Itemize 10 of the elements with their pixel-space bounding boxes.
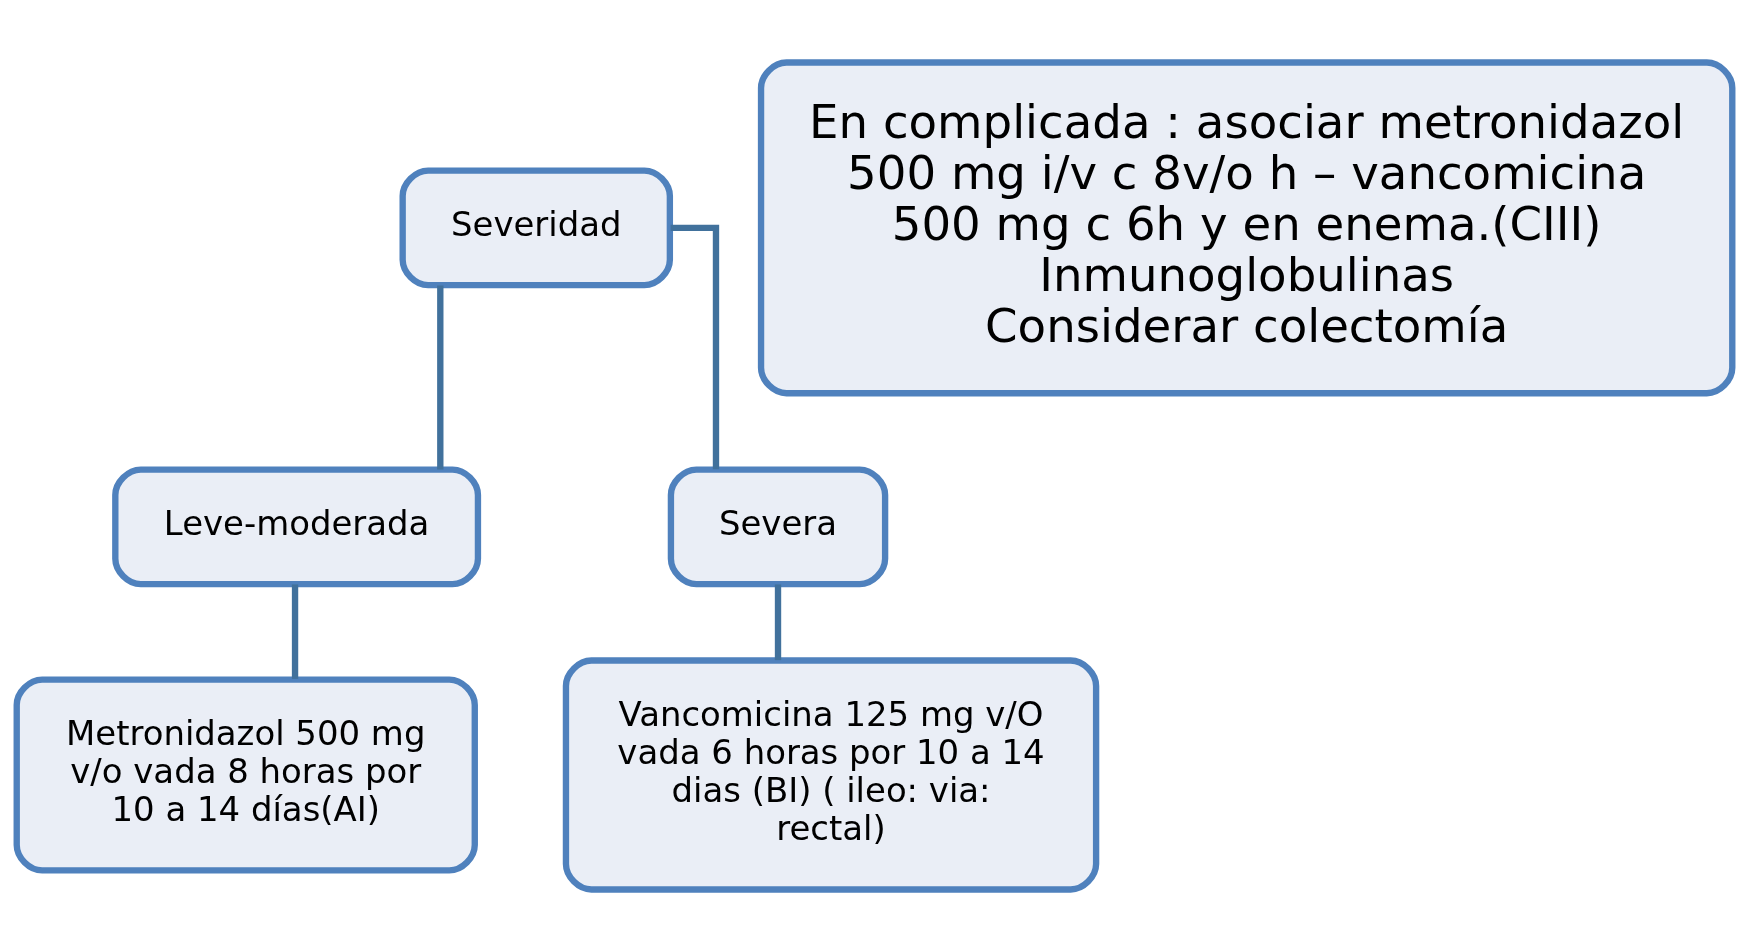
node-box: Vancomicina 125 mg v/O vada 6 horas por 10 a 14 dias (BI) ( ileo: via: rectal) [562, 657, 1100, 893]
node-box: En complicada : asociar metronidazol 500 mg i/v c 8v/o h – vancomicina 500 mg c 6h y en enema.(CIII) Inmunoglobulinas Considerar colectomía [757, 59, 1736, 397]
node-box: Metronidazol 500 mg v/o vada 8 horas por 10 a 14 días(AI) [13, 676, 478, 874]
connector [291, 584, 299, 679]
connector [437, 285, 444, 470]
node-box: Severidad [399, 167, 674, 289]
node-box: Leve-moderada [112, 466, 482, 588]
connector [774, 584, 782, 661]
node-box: Severa [667, 466, 889, 588]
connector [670, 224, 720, 470]
